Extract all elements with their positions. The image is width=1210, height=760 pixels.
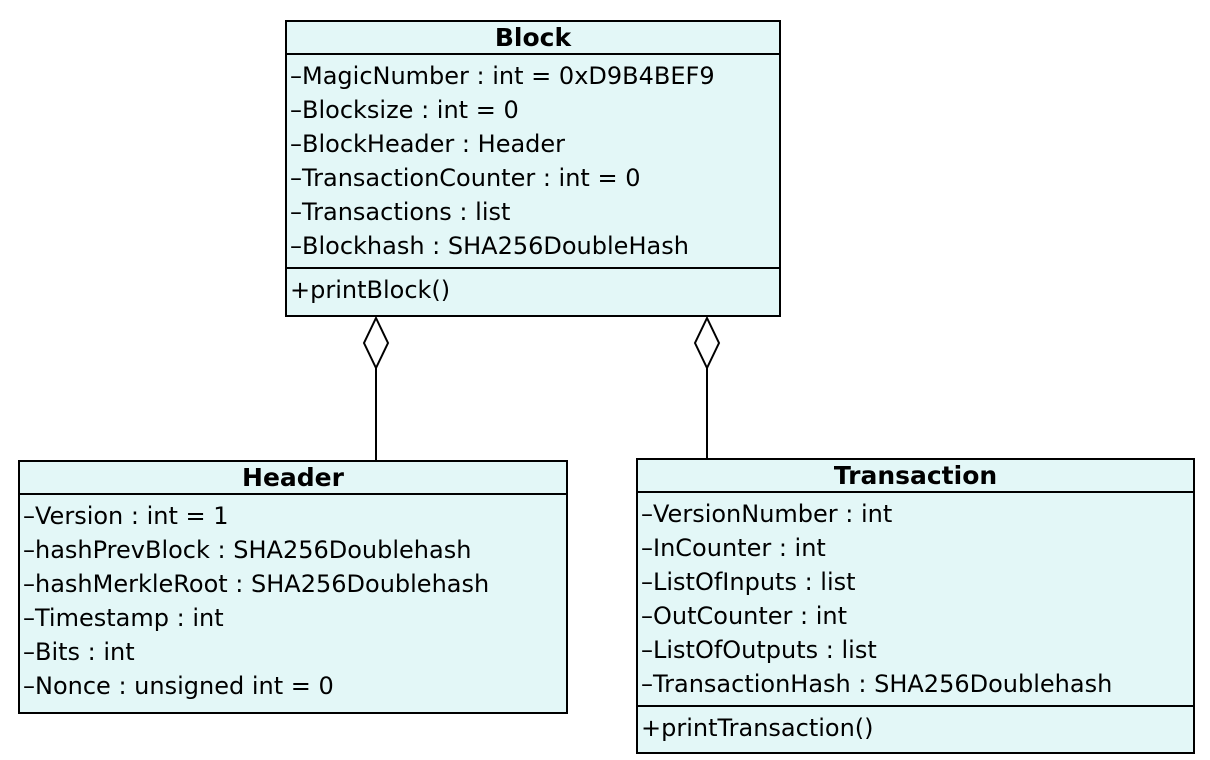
class-transaction-name: Transaction — [638, 460, 1193, 493]
attribute: –hashMerkleRoot : SHA256Doublehash — [23, 570, 490, 598]
attribute: –Version : int = 1 — [23, 502, 229, 530]
class-transaction-attributes: –VersionNumber : int –InCounter : int –L… — [638, 493, 1193, 705]
attribute: –Blocksize : int = 0 — [290, 96, 519, 124]
attribute: –ListOfOutputs : list — [641, 636, 877, 664]
aggregation-diamond-header — [362, 315, 390, 371]
attribute: –Bits : int — [23, 638, 135, 666]
class-transaction[interactable]: Transaction –VersionNumber : int –InCoun… — [636, 458, 1195, 754]
class-header-attributes: –Version : int = 1 –hashPrevBlock : SHA2… — [20, 495, 566, 707]
class-header[interactable]: Header –Version : int = 1 –hashPrevBlock… — [18, 460, 568, 714]
class-header-name: Header — [20, 462, 566, 495]
attribute: –TransactionHash : SHA256Doublehash — [641, 670, 1113, 698]
attribute: –hashPrevBlock : SHA256Doublehash — [23, 536, 472, 564]
class-block-attributes: –MagicNumber : int = 0xD9B4BEF9 –Blocksi… — [287, 55, 779, 267]
aggregation-block-header — [362, 315, 390, 460]
attribute: –MagicNumber : int = 0xD9B4BEF9 — [290, 62, 715, 90]
attribute: –Transactions : list — [290, 198, 511, 226]
aggregation-diamond-transaction — [693, 315, 721, 371]
attribute: –BlockHeader : Header — [290, 130, 566, 158]
attribute: –ListOfInputs : list — [641, 568, 856, 596]
class-transaction-operations: +printTransaction() — [638, 705, 1193, 749]
attribute: –Blockhash : SHA256DoubleHash — [290, 232, 689, 260]
attribute: –OutCounter : int — [641, 602, 848, 630]
attribute: –TransactionCounter : int = 0 — [290, 164, 641, 192]
attribute: –Nonce : unsigned int = 0 — [23, 672, 334, 700]
aggregation-block-transaction — [693, 315, 721, 458]
attribute: –Timestamp : int — [23, 604, 224, 632]
attribute: –InCounter : int — [641, 534, 826, 562]
attribute: –VersionNumber : int — [641, 500, 893, 528]
operation: +printTransaction() — [641, 714, 874, 742]
class-block[interactable]: Block –MagicNumber : int = 0xD9B4BEF9 –B… — [285, 20, 781, 317]
class-block-name: Block — [287, 22, 779, 55]
class-block-operations: +printBlock() — [287, 267, 779, 311]
operation: +printBlock() — [290, 276, 451, 304]
